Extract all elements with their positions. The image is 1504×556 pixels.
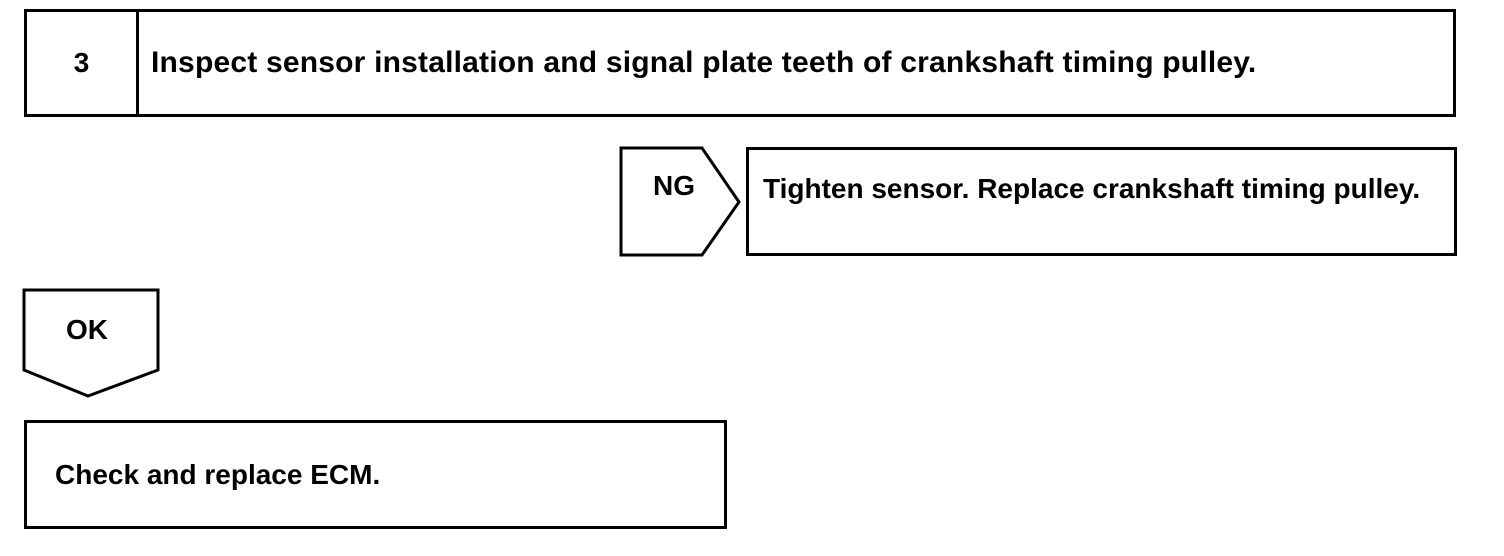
ok-action-text: Check and replace ECM. xyxy=(55,458,381,490)
ng-label: NG xyxy=(653,170,695,201)
step-number: 3 xyxy=(27,12,139,114)
ng-arrow-outline xyxy=(619,146,741,257)
ok-action-box: Check and replace ECM. xyxy=(24,420,727,529)
ok-arrow-outline xyxy=(22,288,160,398)
ng-action-box: Tighten sensor. Replace crankshaft timin… xyxy=(746,147,1457,256)
ok-label: OK xyxy=(66,314,108,345)
step-box: 3 Inspect sensor installation and signal… xyxy=(24,9,1456,117)
ng-action-text: Tighten sensor. Replace crankshaft timin… xyxy=(763,173,1421,204)
step-title: Inspect sensor installation and signal p… xyxy=(151,46,1257,79)
